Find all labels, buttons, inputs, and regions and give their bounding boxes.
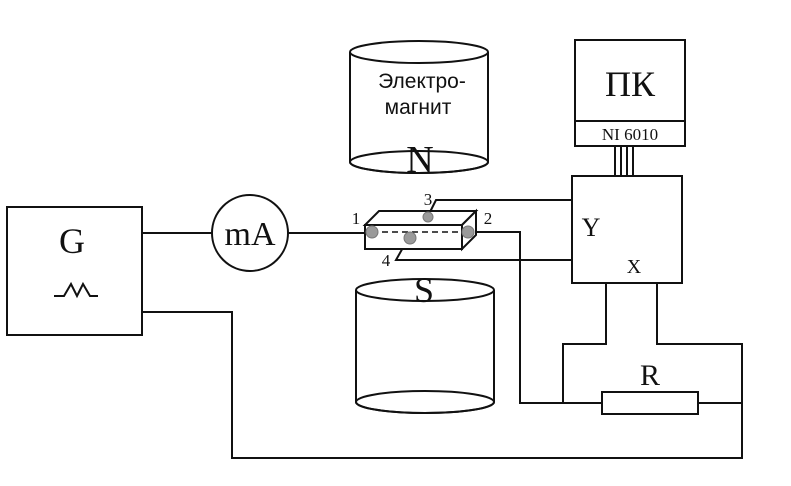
sawtooth-wave-icon — [54, 281, 98, 299]
generator: G — [6, 206, 143, 336]
computer-box — [574, 39, 686, 147]
resistor-label: R — [640, 359, 660, 392]
computer: ПК NI 6010 — [574, 39, 686, 147]
computer-label: ПК — [605, 64, 656, 104]
electromagnet-bottom: S — [355, 270, 495, 414]
magnet-top-cap — [349, 40, 489, 64]
ammeter-label: mA — [225, 216, 276, 253]
input-y-label: Y — [582, 213, 601, 242]
ammeter-circle — [211, 194, 289, 272]
daq-interface: Y X — [571, 175, 683, 284]
wire-generator-return — [142, 311, 743, 459]
generator-box — [6, 206, 143, 336]
daq-card-label: NI 6010 — [602, 125, 658, 144]
contact-2-dot — [461, 225, 475, 239]
contact-3-label: 3 — [424, 190, 433, 209]
wire-x-right — [656, 283, 743, 403]
electromagnet-label-line2: магнит — [385, 96, 452, 119]
sample-top-face — [362, 210, 479, 226]
contact-1-dot — [365, 225, 379, 239]
contact-1-label: 1 — [352, 209, 361, 228]
resistor: R — [601, 359, 699, 415]
sample: 1 2 3 4 — [352, 190, 493, 270]
contact-4-label: 4 — [382, 251, 391, 270]
wire-sample-resistor — [468, 231, 602, 404]
wire-x-left — [562, 283, 607, 403]
electromagnet-label-line1: Электро- — [378, 70, 466, 93]
contact-4-dot — [403, 231, 417, 245]
contact-2-label: 2 — [484, 209, 493, 228]
input-x-label: X — [627, 256, 642, 278]
magnet-bottom-face — [355, 278, 495, 302]
ammeter: mA — [211, 194, 289, 272]
electromagnet-top: Электро- магнит N — [349, 40, 489, 181]
daq-box — [571, 175, 683, 284]
pole-s-label: S — [414, 270, 434, 310]
magnet-bottom-base — [355, 390, 495, 414]
magnet-top-face — [349, 150, 489, 174]
resistor-body — [601, 391, 699, 415]
contact-3-dot — [422, 211, 434, 223]
pole-n-label: N — [406, 139, 433, 181]
generator-label: G — [59, 221, 85, 261]
